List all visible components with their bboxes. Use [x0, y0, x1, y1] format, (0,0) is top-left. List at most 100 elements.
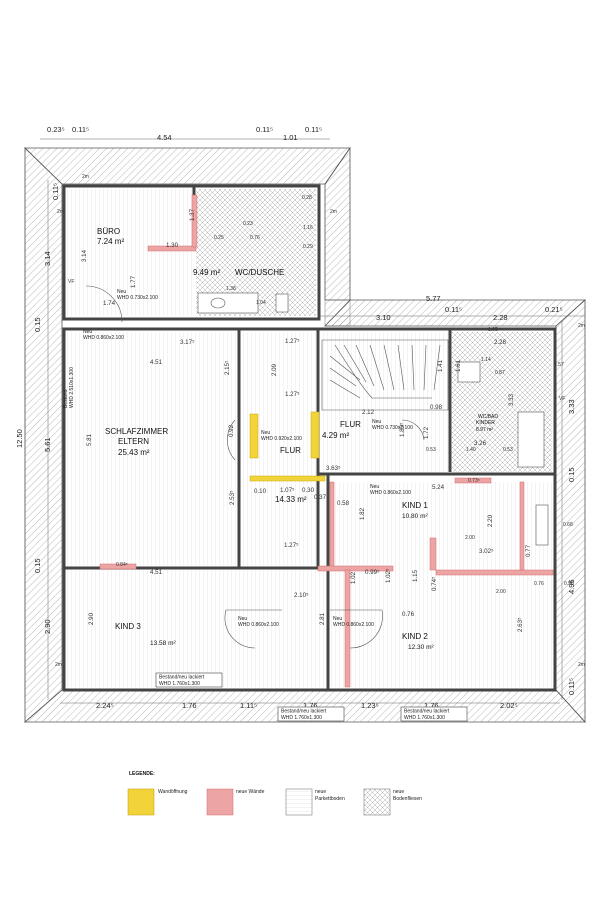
interior-dim-16: 0.98 [430, 404, 443, 411]
room-name-schlafzimmer: SCHLAFZIMMER [105, 427, 168, 436]
door-note-line: WHD 0.860x2.100 [83, 335, 124, 341]
small-label-2: 2m [330, 209, 337, 215]
tag-0: 0.84⁵ [116, 562, 128, 568]
door-note-line: Bestand [63, 389, 69, 408]
svg-text:0.11⁵: 0.11⁵ [305, 125, 322, 134]
svg-text:4.54: 4.54 [157, 133, 172, 142]
small-label-25: 0.68 [563, 522, 573, 528]
interior-dim-10: 1.27⁵ [285, 391, 300, 398]
small-label-21: 0.53 [503, 447, 513, 453]
legend-item-new-walls: neue Wände [206, 788, 265, 816]
dimensions-right: 3.33 0.15 4.96 0.11⁵ [567, 399, 576, 695]
window-box-line-2: WHD 1.760x1.300 [281, 715, 322, 721]
small-label-8: 0.23 [243, 221, 253, 227]
interior-dim-39: 1.15 [412, 569, 419, 582]
small-label-18: 0.87 [495, 370, 505, 376]
interior-dim-5: 3.17⁵ [180, 339, 195, 346]
dimensions-top-right: 5.77 0.11⁵ 3.10 2.28 0.21⁵ [376, 294, 563, 322]
svg-text:5.61: 5.61 [43, 437, 52, 452]
legend-item-opening: Wandöffnung [127, 788, 188, 816]
wall-openings [249, 411, 326, 482]
svg-text:0.11⁵: 0.11⁵ [567, 678, 576, 695]
interior-dim-20: 1.41 [437, 359, 444, 372]
legend-label-parquet-1: neue [315, 789, 326, 795]
interior-dim-15: 1.72 [423, 426, 430, 439]
interior-dim-13: 2.12 [362, 409, 375, 416]
room-name-flur2: FLUR [340, 420, 361, 429]
interior-dim-19: 2.28 [494, 339, 507, 346]
dimension-lines [24, 138, 585, 704]
interior-dim-29: 1.82 [359, 507, 366, 520]
legend-label-tile-2: Bodenfliesen [393, 796, 422, 802]
interior-dim-9: 2.09 [271, 363, 278, 376]
room-area-wc: 9.49 m² [193, 268, 220, 277]
small-label-13: 0.28 [302, 195, 312, 201]
interior-dim-1: 1.37 [189, 208, 196, 221]
legend-item-parquet: neue Parkettboden [285, 788, 345, 816]
svg-text:1.76: 1.76 [182, 701, 197, 710]
svg-text:2.90: 2.90 [43, 619, 52, 634]
door-note-line: Neu [238, 616, 247, 622]
room-area-schlafzimmer: 25.43 m² [118, 448, 150, 457]
door-note-line: WHD 2.510x1.300 [69, 367, 75, 408]
svg-text:0.11⁵: 0.11⁵ [72, 125, 89, 134]
small-label-6: VF [68, 279, 74, 285]
door-note-line: Neu [372, 419, 381, 425]
interior-dim-17: 3.26 [474, 440, 487, 447]
small-label-11: 1.38 [226, 286, 236, 292]
legend: LEGENDE: Wandöffnung neue Wände neue Par… [127, 771, 422, 816]
interior-dim-42: 2.10⁵ [294, 592, 309, 599]
interior-dim-14: 1.83⁵ [399, 422, 406, 437]
interior-dim-31: 1.27⁵ [284, 542, 299, 549]
svg-text:2.28: 2.28 [493, 313, 508, 322]
small-label-4: 2m [578, 662, 585, 668]
floor-fills [67, 189, 552, 687]
room-name2-wcbad: KINDER [476, 420, 495, 426]
room-area-kind1: 10.80 m² [402, 513, 428, 520]
interior-dim-7: 4.51 [150, 359, 163, 366]
svg-text:1.01: 1.01 [283, 133, 298, 142]
svg-text:1.23⁵: 1.23⁵ [361, 701, 379, 710]
door-note-line: WHD 0.860x2.100 [238, 622, 279, 628]
room-area-wcbad: 8.97 m² [476, 427, 493, 433]
svg-text:12.50: 12.50 [15, 429, 24, 448]
room-area-flur2: 4.29 m² [322, 431, 349, 440]
new-walls [99, 194, 554, 688]
room-name-flur1: FLUR [280, 446, 301, 455]
legend-label-new-walls: neue Wände [236, 789, 265, 795]
svg-text:1.11⁵: 1.11⁵ [240, 701, 257, 710]
interior-dim-41: 0.76 [402, 611, 415, 618]
svg-text:4.96: 4.96 [567, 579, 576, 594]
svg-text:3.10: 3.10 [376, 313, 391, 322]
door-note-line: Neu [117, 289, 126, 295]
interior-dim-2: 1.30 [166, 242, 179, 249]
interior-dim-18: 3.33 [508, 393, 515, 406]
small-label-7: VF [559, 396, 565, 402]
room-name-kind1: KIND 1 [402, 501, 428, 510]
interior-dim-30: 2.53⁵ [229, 490, 236, 505]
door-note-line: WHD 0.860x2.100 [370, 490, 411, 496]
interior-dim-35: 0.99⁵ [365, 569, 380, 576]
interior-dim-4: 1.74 [103, 300, 116, 307]
svg-text:0.15: 0.15 [33, 558, 42, 573]
small-label-14: 1.16 [303, 225, 313, 231]
door-note-line: Neu [83, 329, 92, 335]
window-box-line-2: WHD 1.760x1.300 [404, 715, 445, 721]
interior-dim-8: 2.15⁵ [224, 360, 231, 375]
small-label-20: 0.53 [426, 447, 436, 453]
small-label-16: 1.65 [488, 327, 498, 333]
door-note-line: Neu [370, 484, 379, 490]
small-label-22: 1.57 [554, 362, 564, 368]
room-name-kind2: KIND 2 [402, 632, 428, 641]
interior-dim-22: 3.63⁵ [326, 465, 341, 472]
doors [85, 285, 425, 649]
door-note-line: WHD 0.730x2.100 [117, 295, 158, 301]
door-note-line: WHD 0.920x2.100 [261, 436, 302, 442]
